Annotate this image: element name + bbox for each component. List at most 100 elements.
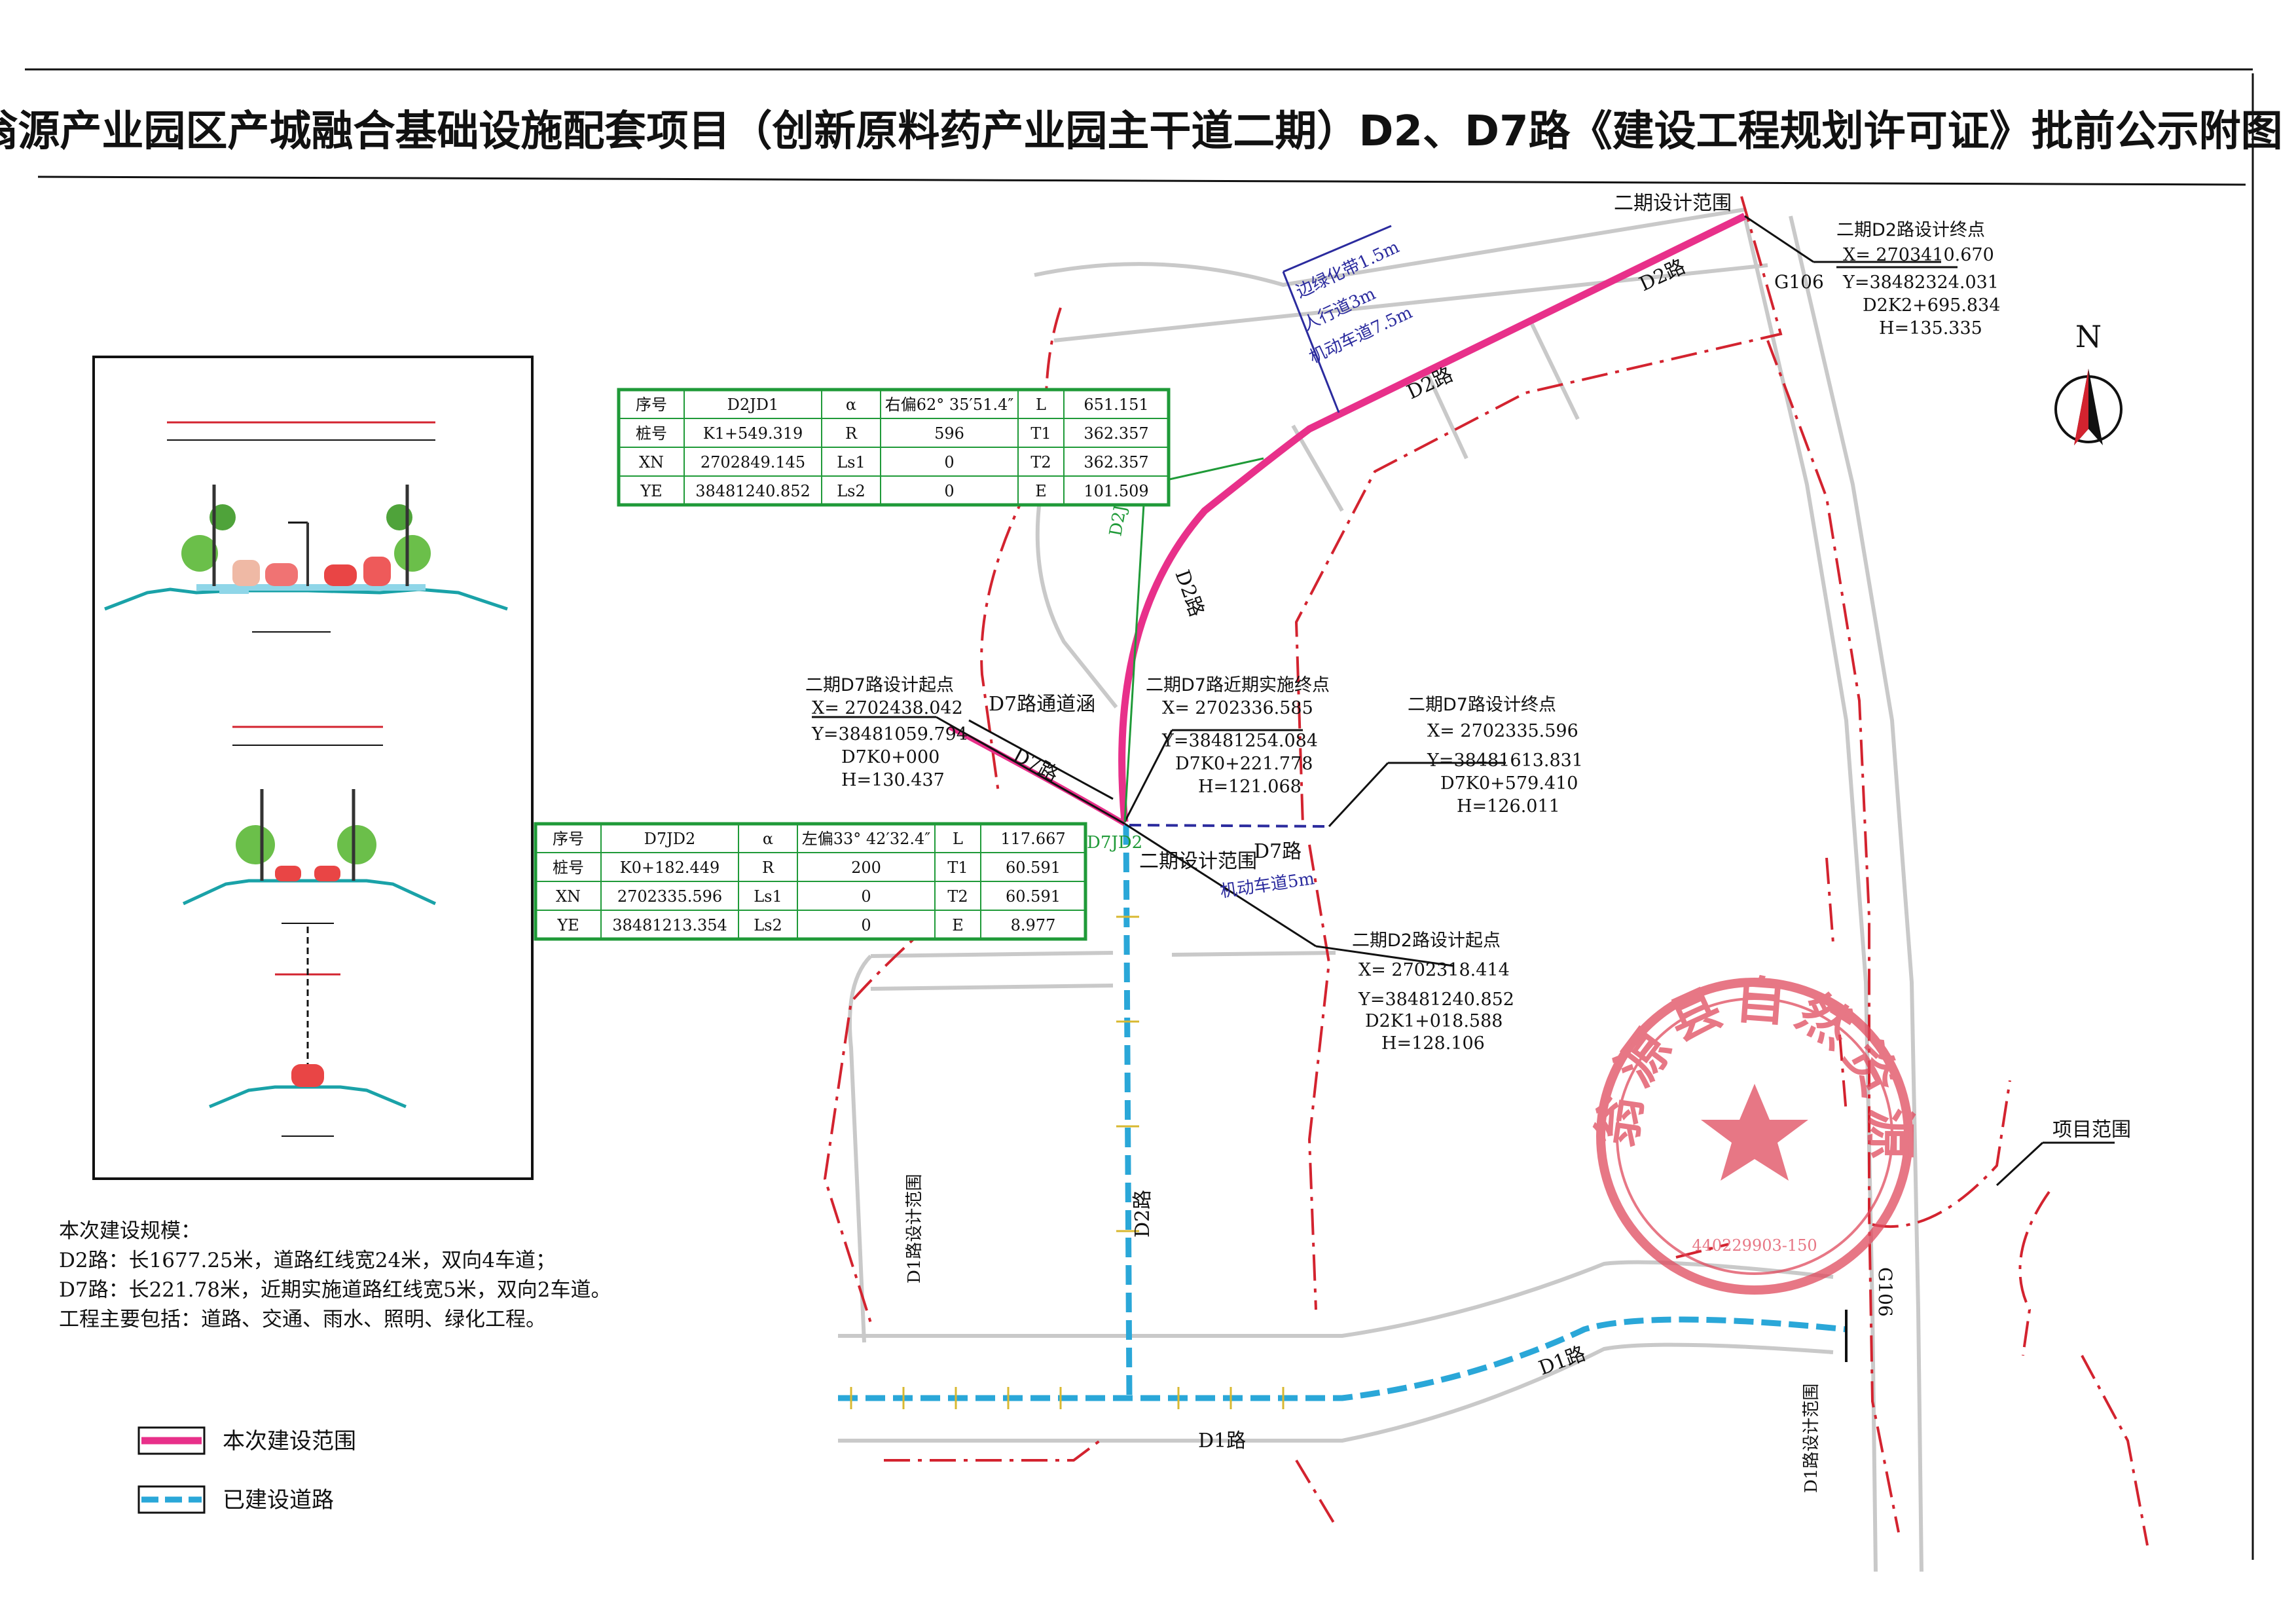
- table-cell-text: 200: [851, 858, 881, 877]
- table-cell-text: 101.509: [1084, 482, 1148, 500]
- section-d2: [104, 421, 508, 633]
- svg-text:二期设计范围: 二期设计范围: [1614, 192, 1732, 215]
- table-cell-text: Ls2: [837, 482, 866, 500]
- table-cell-text: XN: [639, 453, 664, 471]
- table-cell-text: T1: [1030, 424, 1051, 443]
- svg-text:H=121.068: H=121.068: [1198, 777, 1302, 797]
- d2-south-built: [1123, 824, 1133, 1399]
- table-cell-text: E: [1035, 482, 1047, 500]
- table-cell-text: Ls1: [837, 453, 866, 471]
- design-boundaries: [823, 196, 2149, 1546]
- note-d7-end: 二期D7路设计终点 X= 2702335.596 Y=38481613.831 …: [1408, 695, 1583, 817]
- leader-lines: [812, 215, 2115, 1187]
- svg-text:Y=38481613.831: Y=38481613.831: [1427, 750, 1583, 771]
- title-rule: [37, 175, 2246, 186]
- note-d2-end: 二期D2路设计终点 X= 2703410.670 Y=38482324.031 …: [1836, 220, 2000, 339]
- svg-text:440229903-150: 440229903-150: [1692, 1236, 1817, 1255]
- table-cell-text: 2702335.596: [617, 887, 722, 906]
- svg-text:本次建设规模：: 本次建设规模：: [59, 1219, 201, 1243]
- svg-text:N: N: [2075, 319, 2102, 354]
- table-cell: [1063, 475, 1169, 506]
- svg-text:Y=38481240.852: Y=38481240.852: [1358, 989, 1514, 1010]
- svg-text:Y=38481254.084: Y=38481254.084: [1161, 731, 1318, 751]
- svg-text:H=128.106: H=128.106: [1381, 1033, 1485, 1054]
- section-d7: [182, 726, 437, 924]
- table-cell-text: 0: [944, 453, 954, 471]
- legend: 本次建设范围 已建设道路: [137, 1426, 356, 1514]
- built-roads: [838, 824, 1848, 1401]
- svg-text:D2K2+695.834: D2K2+695.834: [1863, 295, 2000, 316]
- svg-text:二期设计范围: 二期设计范围: [1139, 850, 1257, 873]
- svg-text:D7JD2: D7JD2: [1087, 833, 1142, 853]
- table-cell-text: L: [1036, 396, 1046, 414]
- svg-text:Y=38481059.794: Y=38481059.794: [811, 724, 968, 745]
- svg-text:二期D2路设计起点: 二期D2路设计起点: [1352, 931, 1501, 951]
- svg-text:Y=38482324.031: Y=38482324.031: [1842, 272, 1999, 293]
- svg-text:G106: G106: [1774, 271, 1824, 293]
- table-cell-text: R: [762, 858, 774, 877]
- note-d7-start: 二期D7路设计起点 X= 2702438.042 Y=38481059.794 …: [805, 675, 968, 790]
- table-cell-text: α: [763, 830, 773, 848]
- table-cell-text: 60.591: [1006, 858, 1061, 877]
- table-cell-text: 右偏62° 35′51.4″: [885, 396, 1014, 414]
- table-cell-text: D7JD2: [644, 830, 696, 848]
- table-cell-text: 0: [861, 916, 871, 934]
- table-cell: [980, 910, 1086, 940]
- table-cell-text: K1+549.319: [703, 424, 803, 443]
- table-cell-text: D2JD1: [727, 396, 779, 414]
- table-cell-text: 左偏33° 42′32.4″: [802, 830, 931, 848]
- table-cell-text: 651.151: [1084, 396, 1148, 414]
- svg-text:D2K1+018.588: D2K1+018.588: [1365, 1011, 1503, 1031]
- svg-text:D7路: D7路: [1254, 840, 1302, 863]
- table-cell-text: K0+182.449: [620, 858, 720, 877]
- svg-text:D7K0+579.410: D7K0+579.410: [1440, 773, 1578, 794]
- table-cell-text: E: [952, 916, 964, 934]
- svg-text:D7K0+000: D7K0+000: [841, 747, 939, 767]
- d7-future: [1129, 824, 1330, 828]
- svg-text:D2路: D2路: [1131, 1190, 1154, 1238]
- table-cell-text: Ls1: [754, 887, 782, 906]
- table-cell-text: 0: [944, 482, 954, 500]
- svg-text:H=126.011: H=126.011: [1457, 796, 1560, 817]
- svg-text:H=130.437: H=130.437: [841, 770, 945, 790]
- table-cell-text: 桩号: [636, 424, 667, 443]
- legend-construction: 本次建设范围: [223, 1428, 356, 1454]
- svg-text:D1路设计范围: D1路设计范围: [1802, 1384, 1821, 1493]
- table-cell-text: Ls2: [754, 916, 782, 934]
- svg-text:工程主要包括：道路、交通、雨水、照明、绿化工程。: 工程主要包括：道路、交通、雨水、照明、绿化工程。: [59, 1308, 546, 1331]
- table-cell-text: 桩号: [553, 858, 584, 877]
- table-cell-text: 38481213.354: [612, 916, 727, 934]
- svg-text:二期D7路近期实施终点: 二期D7路近期实施终点: [1146, 675, 1330, 695]
- table-cell-text: 60.591: [1006, 887, 1061, 906]
- table-cell-text: T1: [947, 858, 968, 877]
- svg-text:X= 2702335.596: X= 2702335.596: [1427, 721, 1578, 741]
- construction-scale: 本次建设规模： D2路：长1677.25米，道路红线宽24米，双向4车道； D7…: [59, 1219, 611, 1331]
- svg-text:二期D2路设计终点: 二期D2路设计终点: [1836, 220, 1985, 240]
- svg-text:H=135.335: H=135.335: [1879, 318, 1982, 339]
- svg-text:X= 2702336.585: X= 2702336.585: [1162, 698, 1313, 718]
- d2-north-construction: [1118, 213, 1747, 822]
- svg-text:X= 2703410.670: X= 2703410.670: [1843, 245, 1994, 265]
- section-leader: [1282, 225, 1392, 413]
- legend-built: 已建设道路: [223, 1487, 334, 1513]
- svg-text:D2路：长1677.25米，道路红线宽24米，双向4车道；: D2路：长1677.25米，道路红线宽24米，双向4车道；: [59, 1249, 556, 1272]
- table-cell-text: L: [953, 830, 963, 848]
- d1-built: [838, 1316, 1847, 1401]
- north-arrow-icon: N: [2054, 319, 2123, 445]
- svg-text:二期D7路设计起点: 二期D7路设计起点: [805, 675, 954, 695]
- table-cell-text: 序号: [553, 830, 584, 848]
- table-cell-text: 2702849.145: [701, 453, 805, 471]
- svg-text:项目范围: 项目范围: [2052, 1118, 2131, 1141]
- table-cell-text: 117.667: [1000, 830, 1065, 848]
- svg-text:D1路设计范围: D1路设计范围: [905, 1174, 924, 1283]
- svg-text:二期D7路设计终点: 二期D7路设计终点: [1408, 695, 1556, 715]
- table-cell-text: 8.977: [1011, 916, 1056, 934]
- table-cell-text: 38481240.852: [695, 482, 811, 500]
- table-cell-text: T2: [947, 887, 968, 906]
- cross-section-panel: [92, 356, 534, 1180]
- svg-text:G106: G106: [1874, 1267, 1896, 1317]
- svg-text:D1路: D1路: [1198, 1430, 1246, 1452]
- table-cell-text: R: [845, 424, 858, 443]
